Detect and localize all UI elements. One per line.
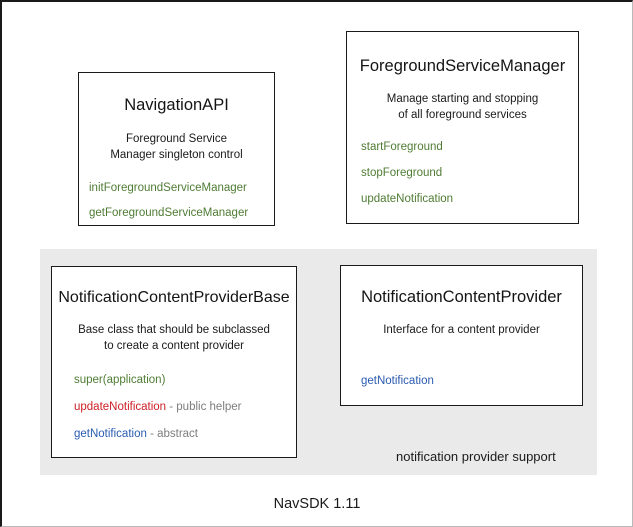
member-row[interactable]: getNotification - abstract <box>74 427 296 442</box>
member-name: initForegroundServiceManager <box>89 182 247 195</box>
member-list-notification-content-provider: getNotification <box>341 374 582 389</box>
class-description-line: Foreground Service <box>126 132 227 145</box>
member-name: getNotification <box>74 427 147 440</box>
class-title-foreground-service-manager: ForegroundServiceManager <box>359 57 566 75</box>
member-row[interactable]: super(application) <box>74 373 296 388</box>
class-description-foreground-service-manager: Manage starting and stopping of all fore… <box>347 91 578 124</box>
member-list-foreground-service-manager: startForeground stopForeground updateNot… <box>347 140 578 207</box>
class-title-notification-content-provider: NotificationContentProvider <box>361 288 562 306</box>
member-list-notification-content-provider-base: super(application) updateNotification - … <box>52 373 296 442</box>
member-row[interactable]: stopForeground <box>361 166 578 181</box>
diagram-footer-caption: NavSDK 1.11 <box>273 496 361 512</box>
member-name: stopForeground <box>361 167 443 180</box>
member-row[interactable]: getNotification <box>361 374 582 389</box>
class-description-notification-content-provider-base: Base class that should be subclassed to … <box>52 322 296 355</box>
class-box-navigation-api[interactable]: NavigationAPI Foreground Service Manager… <box>78 72 275 226</box>
member-name: super(application) <box>74 373 166 386</box>
member-row[interactable]: getForegroundServiceManager <box>89 206 274 221</box>
class-box-notification-content-provider[interactable]: NotificationContentProvider Interface fo… <box>340 265 583 406</box>
group-region-caption: notification provider support <box>396 449 556 464</box>
class-description-navigation-api: Foreground Service Manager singleton con… <box>79 131 274 164</box>
class-description-line: Manage starting and stopping <box>386 92 539 105</box>
class-title-navigation-api: NavigationAPI <box>124 96 229 114</box>
member-name: getNotification <box>361 374 434 387</box>
class-description-line: Base class that should be subclassed <box>78 324 270 336</box>
class-description-line: to create a content provider <box>104 340 244 353</box>
member-note: - public helper <box>166 400 242 413</box>
class-title-notification-content-provider-base: NotificationContentProviderBase <box>58 289 290 306</box>
class-description-notification-content-provider: Interface for a content provider <box>341 322 582 338</box>
class-description-line: Manager singleton control <box>110 148 243 161</box>
class-description-line: Interface for a content provider <box>383 323 540 336</box>
member-name: updateNotification <box>361 193 454 206</box>
member-row[interactable]: initForegroundServiceManager <box>89 181 274 196</box>
member-row[interactable]: startForeground <box>361 140 578 155</box>
class-box-notification-content-provider-base[interactable]: NotificationContentProviderBase Base cla… <box>51 266 297 458</box>
class-description-line: of all foreground services <box>398 108 527 121</box>
member-name: getForegroundServiceManager <box>89 207 249 220</box>
member-name: updateNotification <box>74 400 167 413</box>
member-row[interactable]: updateNotification - public helper <box>74 400 296 415</box>
member-row[interactable]: updateNotification <box>361 192 578 207</box>
class-box-foreground-service-manager[interactable]: ForegroundServiceManager Manage starting… <box>346 31 579 224</box>
member-list-navigation-api: initForegroundServiceManager getForegrou… <box>79 181 274 221</box>
member-note: - abstract <box>146 427 199 440</box>
member-name: startForeground <box>361 141 443 154</box>
